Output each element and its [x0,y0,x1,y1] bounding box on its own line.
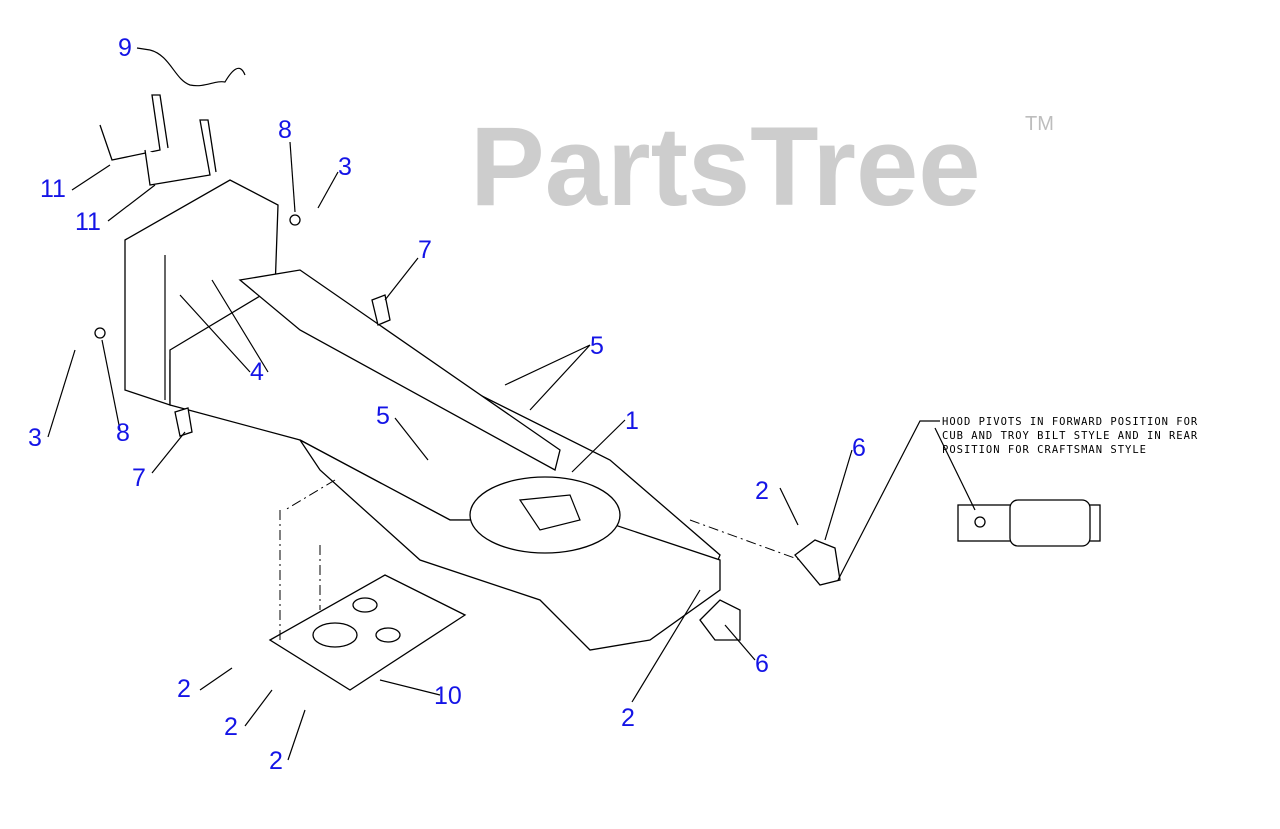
callout-1: 1 [625,407,639,435]
watermark-logo: PartsTree [470,104,981,229]
part-bracket-11a [99,94,169,161]
callout-2: 2 [269,747,283,775]
callout-4: 4 [250,358,264,386]
leader-lines [47,47,976,761]
callout-8: 8 [278,116,292,144]
part-frame-rail [238,269,561,471]
part-wire-harness [149,49,246,87]
callout-2: 2 [755,477,769,505]
part-8-lower [94,327,106,339]
callout-2: 2 [177,675,191,703]
part-skid-plate [268,574,467,691]
callout-7: 7 [132,464,146,492]
callout-11: 11 [75,208,101,236]
callout-6: 6 [755,650,769,678]
callout-11: 11 [40,175,66,203]
callout-6: 6 [852,434,866,462]
callout-9: 9 [118,34,132,62]
part-8-upper [289,214,301,226]
callout-3: 3 [338,153,352,181]
part-bracket-11b [144,119,217,186]
callout-10: 10 [434,682,462,710]
callout-8: 8 [116,419,130,447]
hood-pivot-note-line-2: CUB AND TROY BILT STYLE AND IN REAR [942,430,1198,442]
callout-3: 3 [28,424,42,452]
watermark-trademark: TM [1025,113,1054,135]
hood-pivot-note-line-1: HOOD PIVOTS IN FORWARD POSITION FOR [942,416,1198,428]
part-7-lower [174,407,193,437]
part-7-upper [371,294,391,326]
callout-7: 7 [418,236,432,264]
part-hood-pivot-b [699,599,741,641]
callout-5: 5 [376,402,390,430]
hood-pivot-note-line-3: POSITION FOR CRAFTSMAN STYLE [942,444,1147,456]
part-pivot-plate [469,476,621,554]
part-hood-pivot-a [794,539,841,586]
callout-2: 2 [224,713,238,741]
callout-2: 2 [621,704,635,732]
callout-5: 5 [590,332,604,360]
